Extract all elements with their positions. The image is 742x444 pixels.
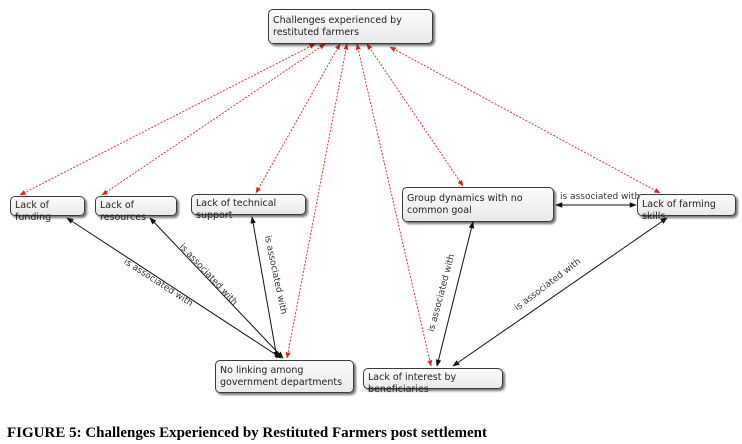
node-lack-of-farming-skills[interactable]: Lack of farming skills — [637, 194, 736, 222]
node-lack-of-interest[interactable]: Lack of interest by beneficiaries — [363, 368, 503, 395]
edge-root-linking — [285, 43, 349, 359]
node-lack-of-funding[interactable]: Lack of funding — [10, 196, 85, 223]
node-label: Challenges experienced by restituted far… — [273, 15, 402, 38]
node-lack-of-resources[interactable]: Lack of resources — [95, 196, 177, 223]
edge-root-resources — [101, 43, 326, 196]
node-label: Lack of farming skills — [642, 199, 716, 222]
edge-layer — [19, 43, 668, 367]
edge-root-skills — [389, 46, 661, 194]
edge-root-group — [366, 43, 464, 187]
node-no-linking-government[interactable]: No linking among government departments — [215, 360, 354, 393]
edge-root-technical — [255, 43, 341, 194]
figure-caption: FIGURE 5: Challenges Experienced by Rest… — [7, 425, 487, 441]
node-label: Lack of technical support — [196, 198, 277, 221]
node-label: Lack of funding — [15, 200, 52, 223]
edge-technical-linking — [250, 216, 279, 359]
node-lack-of-technical-support[interactable]: Lack of technical support — [191, 194, 306, 221]
node-label: Group dynamics with no common goal — [407, 193, 523, 216]
edge-root-interest — [355, 43, 433, 367]
edge-label-group-skills: is associated with — [560, 192, 641, 202]
node-challenges-root[interactable]: Challenges experienced by restituted far… — [268, 9, 433, 44]
node-label: Lack of resources — [100, 200, 147, 223]
edge-skills-interest — [452, 217, 668, 367]
node-label: No linking among government departments — [220, 365, 343, 388]
node-label: Lack of interest by beneficiaries — [368, 372, 457, 395]
node-group-dynamics[interactable]: Group dynamics with no common goal — [402, 187, 554, 222]
concept-map: Challenges experienced by restituted far… — [10, 9, 736, 395]
edge-root-funding — [19, 43, 316, 196]
